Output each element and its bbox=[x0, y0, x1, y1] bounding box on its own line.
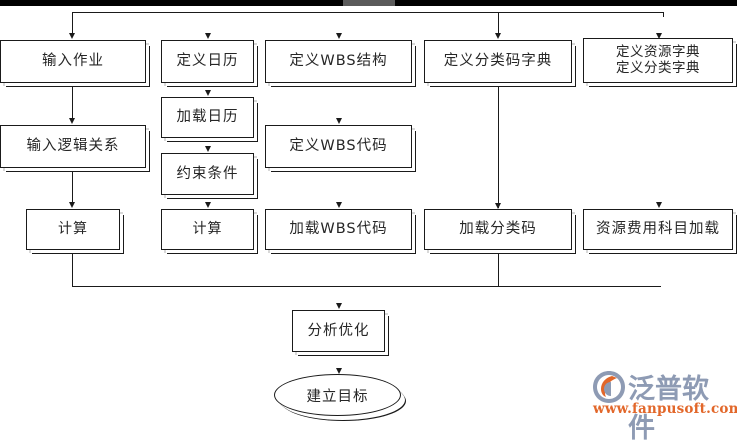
node-define-wbs-code[interactable]: 定义WBS代码 bbox=[265, 125, 412, 168]
arrowhead-n8-to-n12 bbox=[335, 202, 342, 208]
node-constraints[interactable]: 约束条件 bbox=[161, 153, 254, 195]
connector-n13-down bbox=[498, 253, 499, 287]
connector-bottom-bus bbox=[72, 286, 661, 287]
connector-top-bus-right-end bbox=[663, 12, 664, 17]
node-define-calendar[interactable]: 定义日历 bbox=[161, 40, 254, 83]
top-bar-notch bbox=[343, 0, 395, 6]
arrowhead-n1-to-n6 bbox=[68, 118, 75, 124]
node-input-logic-relations[interactable]: 输入逻辑关系 bbox=[0, 125, 146, 168]
arrowhead-to-n15 bbox=[335, 303, 342, 309]
arrowhead-to-n2 bbox=[204, 33, 211, 39]
node-load-category-code[interactable]: 加载分类码 bbox=[424, 209, 572, 250]
connector-top-to-n1 bbox=[72, 12, 73, 34]
node-calculate-left[interactable]: 计算 bbox=[26, 209, 120, 250]
node-load-resource-cost-account[interactable]: 资源费用科目加载 bbox=[583, 209, 733, 250]
arrowhead-n7-to-n9 bbox=[204, 146, 211, 152]
connector-n1-to-n6 bbox=[72, 86, 73, 120]
arrowhead-n3-to-n8 bbox=[335, 118, 342, 124]
top-black-bar bbox=[0, 0, 737, 6]
arrowhead-n9-to-n11 bbox=[204, 202, 211, 208]
arrowhead-to-n5 bbox=[655, 33, 662, 39]
watermark: 泛普软件 www.fanpusoft.com bbox=[592, 368, 737, 444]
node-define-wbs-structure[interactable]: 定义WBS结构 bbox=[265, 40, 412, 83]
arrowhead-to-n1 bbox=[68, 33, 75, 39]
arrowhead-to-n3 bbox=[335, 33, 342, 39]
arrowhead-to-n16 bbox=[335, 368, 342, 374]
node-load-calendar[interactable]: 加载日历 bbox=[161, 97, 254, 138]
node-input-activities[interactable]: 输入作业 bbox=[0, 40, 146, 83]
connector-n6-to-n10 bbox=[72, 171, 73, 204]
arrowhead-n5-to-n14 bbox=[655, 202, 662, 208]
node-establish-baseline[interactable]: 建立目标 bbox=[274, 374, 401, 416]
node-load-wbs-code[interactable]: 加载WBS代码 bbox=[265, 209, 412, 250]
connector-top-to-n4 bbox=[498, 12, 499, 34]
arrowhead-n4-to-n13 bbox=[494, 203, 501, 209]
arrowhead-n6-to-n10 bbox=[68, 202, 75, 208]
arrowhead-n2-to-n7 bbox=[204, 90, 211, 96]
node-calculate-middle[interactable]: 计算 bbox=[161, 209, 254, 250]
watermark-url: www.fanpusoft.com bbox=[593, 401, 737, 417]
node-analyze-optimize[interactable]: 分析优化 bbox=[292, 310, 385, 352]
connector-n4-to-n13 bbox=[498, 86, 499, 208]
node-define-resource-and-category-dictionary[interactable]: 定义资源字典 定义分类字典 bbox=[583, 38, 733, 83]
fanpu-logo-icon bbox=[593, 371, 625, 403]
connector-top-bus bbox=[72, 12, 663, 13]
connector-n10-down bbox=[72, 253, 73, 287]
arrowhead-to-n4 bbox=[494, 33, 501, 39]
node-define-code-dictionary[interactable]: 定义分类码字典 bbox=[424, 40, 572, 83]
